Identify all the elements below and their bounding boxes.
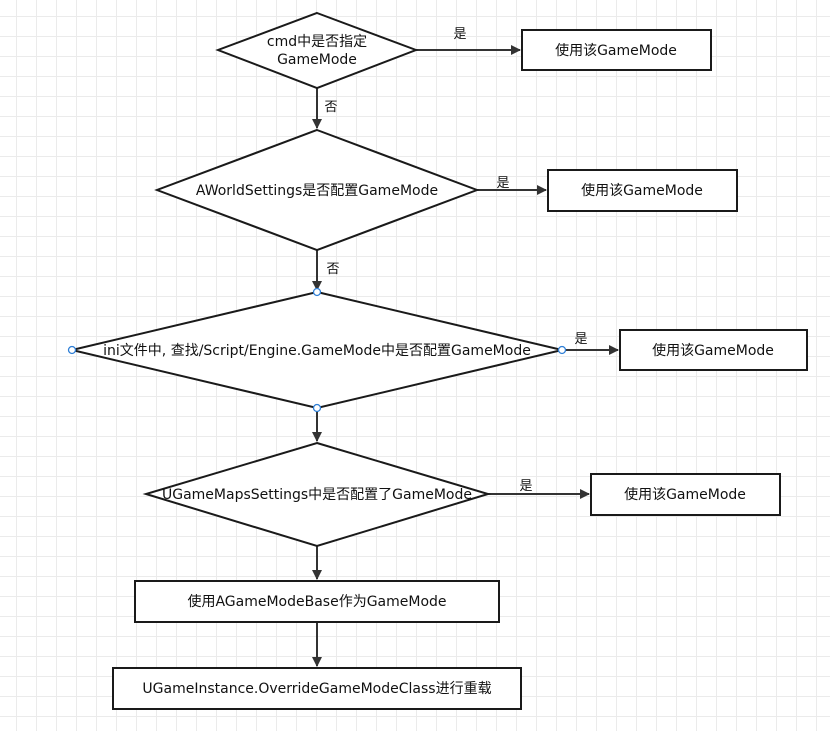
result-use-gamemode-3[interactable]: 使用该GameMode <box>619 329 808 371</box>
decision-ini-config[interactable]: ini文件中, 查找/Script/Engine.GameMode中是否配置Ga… <box>67 287 567 413</box>
connection-handle-bottom[interactable] <box>312 403 322 413</box>
connection-handle-left[interactable] <box>67 345 77 355</box>
decision-cmd-gamemode-line1: cmd中是否指定 <box>267 34 367 50</box>
process-override-gamemode[interactable]: UGameInstance.OverrideGameModeClass进行重载 <box>112 667 522 710</box>
result-use-gamemode-2-label: 使用该GameMode <box>581 182 703 199</box>
result-use-gamemode-1[interactable]: 使用该GameMode <box>521 29 712 71</box>
edge-label-yes-3: 是 <box>574 332 587 347</box>
result-use-gamemode-2[interactable]: 使用该GameMode <box>547 169 738 212</box>
decision-world-settings[interactable]: AWorldSettings是否配置GameMode <box>154 128 480 252</box>
decision-game-maps-settings[interactable]: UGameMapsSettings中是否配置了GameMode <box>142 441 492 548</box>
result-use-gamemode-3-label: 使用该GameMode <box>652 342 774 359</box>
decision-world-settings-label: AWorldSettings是否配置GameMode <box>196 183 438 199</box>
result-use-gamemode-1-label: 使用该GameMode <box>555 42 677 59</box>
connection-handle-top[interactable] <box>312 287 322 297</box>
decision-game-maps-settings-label: UGameMapsSettings中是否配置了GameMode <box>162 487 472 503</box>
edge-label-no-1: 否 <box>324 100 337 115</box>
result-use-gamemode-4-label: 使用该GameMode <box>624 486 746 503</box>
edge-label-yes-4: 是 <box>519 479 532 494</box>
edge-label-no-2: 否 <box>326 262 339 277</box>
decision-cmd-gamemode-line2: GameMode <box>277 52 357 68</box>
decision-cmd-gamemode[interactable]: cmd中是否指定 GameMode <box>215 11 419 90</box>
process-default-gamemode[interactable]: 使用AGameModeBase作为GameMode <box>134 580 500 623</box>
result-use-gamemode-4[interactable]: 使用该GameMode <box>590 473 781 516</box>
process-override-gamemode-label: UGameInstance.OverrideGameModeClass进行重载 <box>142 681 491 697</box>
process-default-gamemode-label: 使用AGameModeBase作为GameMode <box>187 593 446 610</box>
edge-label-yes-2: 是 <box>496 176 509 191</box>
edge-label-yes-1: 是 <box>453 27 466 42</box>
decision-ini-config-label: ini文件中, 查找/Script/Engine.GameMode中是否配置Ga… <box>103 343 531 359</box>
connection-handle-right[interactable] <box>557 345 567 355</box>
